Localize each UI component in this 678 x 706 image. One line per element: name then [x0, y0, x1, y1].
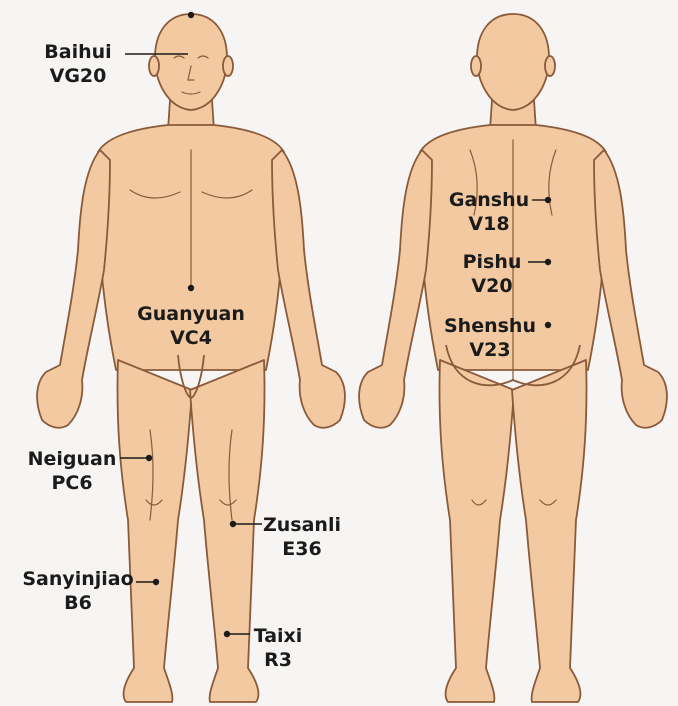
label-pishu-code: V20 — [456, 274, 528, 298]
label-pishu-name: Pishu — [456, 250, 528, 274]
label-baihui-name: Baihui — [30, 40, 126, 64]
marker-sanyinjiao — [153, 579, 159, 585]
label-sanyinjiao-name: Sanyinjiao — [18, 567, 138, 591]
label-taixi-name: Taixi — [246, 624, 310, 648]
label-guanyuan: Guanyuan VC4 — [136, 302, 246, 350]
label-ganshu-code: V18 — [446, 212, 532, 236]
label-sanyinjiao: Sanyinjiao B6 — [18, 567, 138, 615]
label-guanyuan-name: Guanyuan — [136, 302, 246, 326]
marker-guanyuan — [188, 285, 194, 291]
label-shenshu-code: V23 — [442, 338, 538, 362]
marker-ganshu — [545, 197, 551, 203]
label-zusanli-name: Zusanli — [262, 513, 342, 537]
marker-neiguan — [146, 455, 152, 461]
label-pishu: Pishu V20 — [456, 250, 528, 298]
label-sanyinjiao-code: B6 — [18, 591, 138, 615]
marker-shenshu — [545, 322, 551, 328]
marker-baihui — [188, 12, 194, 18]
marker-zusanli — [230, 521, 236, 527]
label-neiguan: Neiguan PC6 — [24, 447, 120, 495]
marker-taixi — [224, 631, 230, 637]
label-guanyuan-code: VC4 — [136, 326, 246, 350]
label-ganshu-name: Ganshu — [446, 188, 532, 212]
label-ganshu: Ganshu V18 — [446, 188, 532, 236]
label-zusanli-code: E36 — [262, 537, 342, 561]
label-baihui-code: VG20 — [30, 64, 126, 88]
label-neiguan-code: PC6 — [24, 471, 120, 495]
label-zusanli: Zusanli E36 — [262, 513, 342, 561]
label-baihui: Baihui VG20 — [30, 40, 126, 88]
label-neiguan-name: Neiguan — [24, 447, 120, 471]
marker-pishu — [545, 259, 551, 265]
label-shenshu: Shenshu V23 — [442, 314, 538, 362]
label-shenshu-name: Shenshu — [442, 314, 538, 338]
label-taixi: Taixi R3 — [246, 624, 310, 672]
label-taixi-code: R3 — [246, 648, 310, 672]
